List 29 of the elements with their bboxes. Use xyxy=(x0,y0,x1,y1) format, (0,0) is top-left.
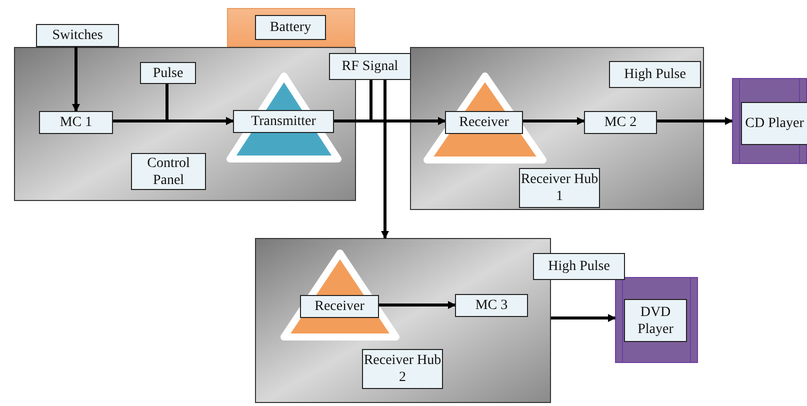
label-box: Pulse xyxy=(140,62,196,84)
label-box: Receiver Hub 1 xyxy=(519,168,600,208)
arrow xyxy=(72,47,80,112)
label-box: Switches xyxy=(36,24,119,47)
panel-box xyxy=(410,47,704,210)
label-box: MC 2 xyxy=(584,111,657,134)
label-box: Control Panel xyxy=(131,153,206,190)
battery-band xyxy=(227,8,355,47)
arrow xyxy=(381,80,389,239)
arrow xyxy=(370,80,446,125)
label-box: Receiver Hub 2 xyxy=(362,349,443,389)
arrow xyxy=(657,117,733,125)
label-box: RF Signal xyxy=(329,53,411,80)
label-box: Transmitter xyxy=(233,110,334,133)
label-box: CD Player xyxy=(741,102,807,145)
device-band xyxy=(732,78,807,164)
arrow xyxy=(523,117,585,125)
label-box: Receiver xyxy=(445,111,523,134)
arrow xyxy=(379,301,456,309)
label-box: MC 1 xyxy=(39,111,113,134)
device-band xyxy=(615,277,698,363)
label-box: Receiver xyxy=(300,295,379,318)
label-box: High Pulse xyxy=(533,253,625,280)
arrow xyxy=(551,314,616,322)
label-box: High Pulse xyxy=(609,61,701,88)
label-box: Battery xyxy=(255,15,326,40)
arrow xyxy=(166,84,234,125)
label-box: DVD Player xyxy=(624,299,687,342)
label-box: MC 3 xyxy=(455,294,528,317)
